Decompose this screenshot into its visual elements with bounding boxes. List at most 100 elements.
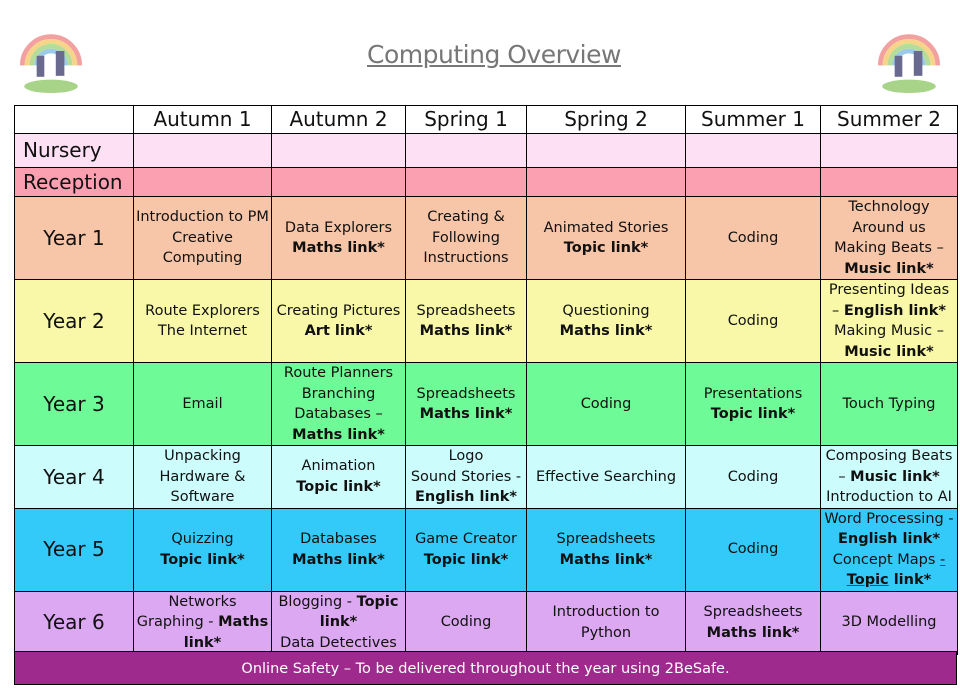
subject-link-text: Music link* — [844, 343, 934, 360]
row-label: Reception — [14, 167, 134, 197]
unit-text: Email — [182, 395, 223, 412]
cell-line: Composing Beats – Music link* — [823, 446, 955, 487]
unit-text: Touch Typing — [842, 395, 936, 412]
cell-line: Art link* — [274, 321, 403, 342]
cell-line: Quizzing — [136, 529, 269, 550]
subject-link-text: Topic link* — [319, 593, 399, 631]
unit-text: Spreadsheets — [556, 531, 656, 547]
unit-cell: Coding — [526, 362, 686, 446]
subject-link-text: English link* — [414, 489, 518, 505]
unit-text: Composing Beats – — [825, 448, 953, 485]
unit-cell — [820, 167, 958, 197]
unit-text: Data Detectives — [280, 634, 397, 651]
unit-text: Graphing - — [136, 614, 219, 631]
unit-cell — [405, 167, 527, 197]
unit-text: Animated Stories — [543, 219, 669, 236]
unit-cell — [685, 167, 821, 197]
unit-text: Route Planners — [283, 365, 394, 381]
column-header: Spring 1 — [405, 105, 527, 134]
cell-line: Sound Stories - English link* — [408, 467, 524, 508]
unit-text: Technology Around us — [848, 199, 930, 236]
subject-link-text: Maths link* — [292, 426, 385, 443]
unit-text: Coding — [727, 468, 779, 485]
cell-line: Animation — [274, 456, 403, 477]
row-label: Year 1 — [14, 196, 134, 280]
subject-link-text[interactable]: Topic — [846, 572, 889, 588]
unit-cell: Coding — [685, 445, 821, 509]
unit-cell — [271, 167, 406, 197]
table-row: Nursery — [14, 133, 958, 168]
unit-text: Word Processing - — [824, 510, 954, 527]
cell-line: Maths link* — [688, 623, 818, 644]
cell-line: Data Detectives — [274, 633, 403, 654]
unit-text: Coding — [727, 541, 779, 558]
cell-line: Maths link* — [274, 238, 403, 259]
cell-line: Coding — [688, 311, 818, 332]
cell-line: Topic link* — [408, 550, 524, 571]
cell-line: Introduction to PM — [136, 207, 269, 228]
subject-link-text: English link* — [837, 531, 941, 547]
subject-link-text: Art link* — [304, 323, 373, 339]
row-label: Nursery — [14, 133, 134, 168]
subject-link-text: link* — [888, 572, 932, 588]
cell-line: Maths link* — [529, 550, 683, 571]
unit-text: Blogging - — [278, 593, 357, 610]
cell-line: Blogging - Topic link* — [274, 592, 403, 633]
cell-line: Route Planners — [274, 363, 403, 384]
unit-text: Questioning — [562, 302, 650, 319]
unit-cell — [820, 133, 958, 168]
unit-text: Route Explorers — [145, 302, 260, 319]
subject-link-text: Topic link* — [563, 240, 649, 256]
unit-text: Coding — [580, 395, 632, 412]
row-label: Year 4 — [14, 445, 134, 509]
cell-line: Word Processing - English link* — [823, 509, 955, 550]
unit-text: Coding — [727, 312, 779, 329]
subject-link-text: Maths link* — [706, 624, 800, 641]
unit-text: Presenting Ideas – — [828, 282, 950, 319]
unit-text: Concept Maps — [832, 551, 941, 568]
unit-text: Creative Computing — [162, 229, 243, 267]
cell-line: Questioning — [529, 301, 683, 322]
unit-cell: Blogging - Topic link*Data Detectives — [271, 590, 406, 655]
cell-line: Making Music – Music link* — [823, 321, 955, 362]
cell-line: Coding — [408, 612, 524, 633]
unit-text: Databases — [300, 531, 377, 547]
cell-line: Databases — [274, 529, 403, 550]
subject-link-text: Topic link* — [296, 478, 381, 495]
unit-text: Networks — [168, 593, 237, 610]
unit-cell: Coding — [685, 279, 821, 363]
unit-text[interactable]: - — [940, 551, 946, 568]
subject-link-text: Maths link* — [559, 323, 653, 339]
unit-cell — [271, 133, 406, 168]
unit-cell — [526, 133, 686, 168]
column-header: Summer 1 — [685, 105, 821, 134]
unit-cell — [133, 133, 272, 168]
unit-cell: Creating & Following Instructions — [405, 196, 527, 280]
subject-link-text: Maths link* — [419, 323, 513, 339]
unit-cell: Coding — [685, 507, 821, 592]
unit-text: Game Creator — [415, 531, 517, 547]
subject-link-text: Maths link* — [183, 614, 269, 651]
unit-cell: Word Processing - English link*Concept M… — [820, 507, 958, 592]
unit-text: Presentations — [703, 385, 803, 402]
cell-line: Networks — [136, 592, 269, 613]
column-header: Spring 2 — [526, 105, 686, 134]
cell-line: Introduction to Python — [529, 602, 683, 643]
